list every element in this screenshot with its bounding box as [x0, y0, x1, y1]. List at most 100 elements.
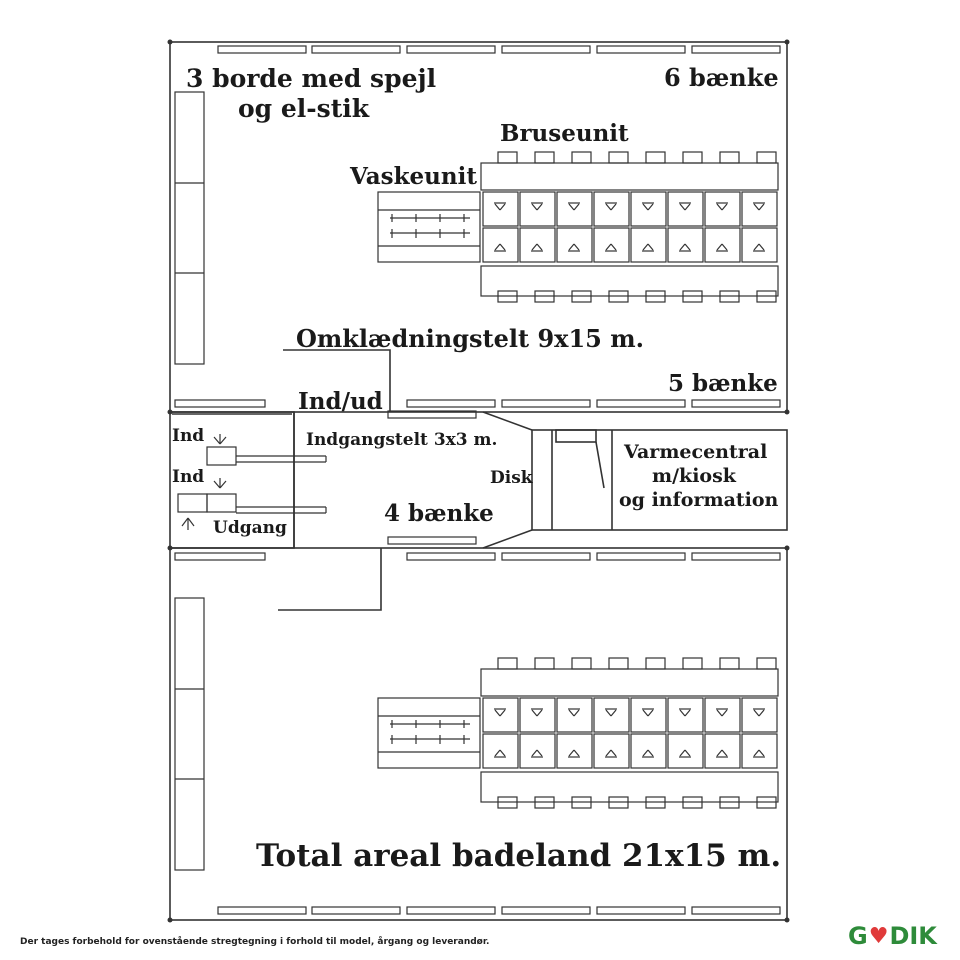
- wall-bench: [387, 410, 477, 419]
- shower-stool: [682, 151, 703, 164]
- benches-6-label: 6 bænke: [664, 63, 779, 92]
- shower-cubicle: [519, 191, 556, 227]
- shower-cubicle: [704, 227, 741, 263]
- shower-head-icon: [568, 709, 575, 717]
- shower-stool: [571, 151, 592, 164]
- shower-head-icon: [568, 203, 575, 211]
- shower-stool: [571, 290, 592, 303]
- shower-cubicle: [593, 697, 630, 733]
- wall-bench: [406, 552, 496, 561]
- shower-cubicle: [593, 191, 630, 227]
- shower-bench-top: [480, 668, 779, 697]
- shower-stool: [682, 657, 703, 670]
- shower-head-icon: [642, 243, 649, 251]
- shower-cubicle: [741, 227, 778, 263]
- shower-cubicle: [519, 227, 556, 263]
- shower-head-icon: [568, 243, 575, 251]
- shower-stool: [534, 796, 555, 809]
- shower-cubicle: [630, 191, 667, 227]
- shower-head-icon: [499, 749, 506, 757]
- bath-tent-outline: [169, 547, 788, 921]
- shower-stool: [645, 290, 666, 303]
- wash-unit-label: Vaskeunit: [350, 163, 477, 190]
- shower-head-icon: [531, 243, 538, 251]
- shower-bench-top: [480, 162, 779, 191]
- shower-head-icon: [647, 749, 654, 757]
- shower-cubicle: [630, 733, 667, 769]
- shower-head-icon: [753, 243, 760, 251]
- shower-head-icon: [573, 749, 580, 757]
- shower-stool: [571, 796, 592, 809]
- shower-stool: [608, 796, 629, 809]
- shower-stool: [719, 290, 740, 303]
- shower-head-icon: [721, 203, 728, 211]
- shower-head-icon: [573, 203, 580, 211]
- wall-bench: [501, 906, 591, 915]
- corner-post: [167, 409, 173, 415]
- wall-bench: [596, 45, 686, 54]
- shower-cubicle: [741, 733, 778, 769]
- shower-cubicle: [741, 191, 778, 227]
- shower-stool: [497, 290, 518, 303]
- heat-central-outline: [531, 429, 788, 531]
- entrance-tent-label: Indgangstelt 3x3 m.: [306, 430, 498, 450]
- shower-cubicle: [556, 697, 593, 733]
- changing-inner-wall: [283, 349, 391, 412]
- corner-post: [784, 917, 790, 923]
- shower-head-icon: [647, 203, 654, 211]
- turnstile-box: [206, 446, 237, 466]
- wall-bench: [691, 552, 781, 561]
- changing-tent-outline: [169, 41, 788, 413]
- shower-head-icon: [605, 203, 612, 211]
- shower-stool: [497, 151, 518, 164]
- turnstile-box: [206, 493, 237, 513]
- shower-stool: [534, 657, 555, 670]
- shower-stool: [756, 657, 777, 670]
- wash-unit: [377, 697, 481, 769]
- arrow-in-icon: [213, 480, 221, 489]
- shower-cubicle: [556, 227, 593, 263]
- shower-cubicle: [704, 191, 741, 227]
- heat-central-line3: og information: [619, 489, 779, 511]
- tent-walls: [169, 41, 788, 921]
- shower-cubicle: [704, 733, 741, 769]
- shower-head-icon: [531, 203, 538, 211]
- shower-cubicle: [519, 697, 556, 733]
- shower-stool: [682, 290, 703, 303]
- shower-head-icon: [536, 243, 543, 251]
- wall-bench: [596, 552, 686, 561]
- corner-post: [784, 39, 790, 45]
- corner-post: [784, 409, 790, 415]
- entrance-label-2: Ind: [172, 467, 205, 487]
- corner-post: [784, 545, 790, 551]
- arrow-out-icon: [181, 517, 189, 527]
- shower-head-icon: [573, 243, 580, 251]
- shower-stool: [608, 151, 629, 164]
- godik-logo: G ♥ DIK: [848, 922, 937, 950]
- corner-post: [167, 917, 173, 923]
- entrance-label-1: Ind: [172, 426, 205, 446]
- shower-cubicle: [482, 191, 519, 227]
- shower-head-icon: [716, 243, 723, 251]
- generated-marks: [167, 39, 790, 923]
- shower-head-icon: [753, 749, 760, 757]
- logo-text-right: DIK: [889, 922, 937, 950]
- logo-text-left: G: [848, 922, 868, 950]
- shower-head-icon: [499, 709, 506, 717]
- shower-cubicle: [667, 191, 704, 227]
- shower-stool: [719, 151, 740, 164]
- shower-head-icon: [605, 709, 612, 717]
- wall-bench: [217, 45, 307, 54]
- shower-head-icon: [721, 243, 728, 251]
- shower-head-icon: [679, 749, 686, 757]
- shower-cubicle: [704, 697, 741, 733]
- shower-cubicle: [630, 227, 667, 263]
- shower-head-icon: [716, 749, 723, 757]
- shower-head-icon: [568, 749, 575, 757]
- shower-cubicle: [667, 697, 704, 733]
- shower-head-icon: [642, 203, 649, 211]
- wall-bench: [406, 45, 496, 54]
- wall-bench: [174, 399, 266, 408]
- shower-cubicle: [741, 697, 778, 733]
- turnstile-box: [177, 493, 208, 513]
